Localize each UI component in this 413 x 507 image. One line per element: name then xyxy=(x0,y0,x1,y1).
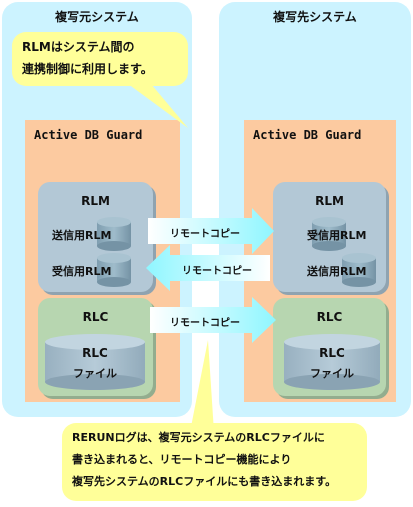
bottom-callout-line-2: 書き込まれると、リモートコピー機能により xyxy=(72,453,292,466)
top-callout: RLMはシステム間の 連携制御に利用します。 xyxy=(12,32,188,86)
middle-remote-copy-arrow xyxy=(146,245,270,291)
target-rlc-file-label-2: ファイル xyxy=(310,367,354,380)
top-arrow-label: リモートコピー xyxy=(170,229,240,240)
source-rlc-file-label-1: RLC xyxy=(82,346,108,360)
bottom-arrow-label: リモートコピー xyxy=(170,318,240,329)
target-recv-rlm-label: 受信用RLM xyxy=(307,229,367,242)
source-system-title: 複写元システム xyxy=(55,10,139,24)
target-rlc-file-label-1: RLC xyxy=(319,346,345,360)
top-callout-line-1: RLMはシステム間の xyxy=(22,40,135,54)
target-rlm-title: RLM xyxy=(315,194,344,208)
source-rlm-box xyxy=(38,182,153,292)
source-rlm-title: RLM xyxy=(81,194,110,208)
middle-arrow-label: リモートコピー xyxy=(182,266,252,277)
bottom-callout-line-3: 複写先システムのRLCファイルにも書き込まれます。 xyxy=(72,475,337,488)
target-recv-rlm-cylinder xyxy=(312,217,346,251)
source-rlc-file-cylinder xyxy=(45,334,145,390)
target-rlc-file-cylinder xyxy=(284,334,380,390)
target-system-title: 複写先システム xyxy=(273,10,357,24)
source-rlc-file-label-2: ファイル xyxy=(73,367,117,380)
target-guard-title: Active DB Guard xyxy=(253,128,362,142)
bottom-callout-tail xyxy=(190,340,214,432)
source-rlc-title: RLC xyxy=(82,310,109,324)
bottom-callout-line-1: RERUNログは、複写元システムのRLCファイルに xyxy=(72,431,325,444)
source-recv-rlm-label: 受信用RLM xyxy=(52,265,112,278)
bottom-remote-copy-arrow xyxy=(150,297,276,343)
target-send-rlm-label: 送信用RLM xyxy=(307,265,367,278)
top-remote-copy-arrow xyxy=(148,208,274,254)
top-callout-line-2: 連携制御に利用します。 xyxy=(22,62,153,76)
top-callout-tail xyxy=(120,78,188,128)
source-guard-title: Active DB Guard xyxy=(34,128,143,142)
source-send-rlm-label: 送信用RLM xyxy=(52,229,112,242)
source-send-rlm-cylinder xyxy=(97,217,131,251)
target-rlc-title: RLC xyxy=(316,310,343,324)
target-send-rlm-cylinder xyxy=(342,253,376,287)
source-recv-rlm-cylinder xyxy=(97,253,131,287)
bottom-callout: RERUNログは、複写元システムのRLCファイルに 書き込まれると、リモートコピ… xyxy=(62,423,367,501)
